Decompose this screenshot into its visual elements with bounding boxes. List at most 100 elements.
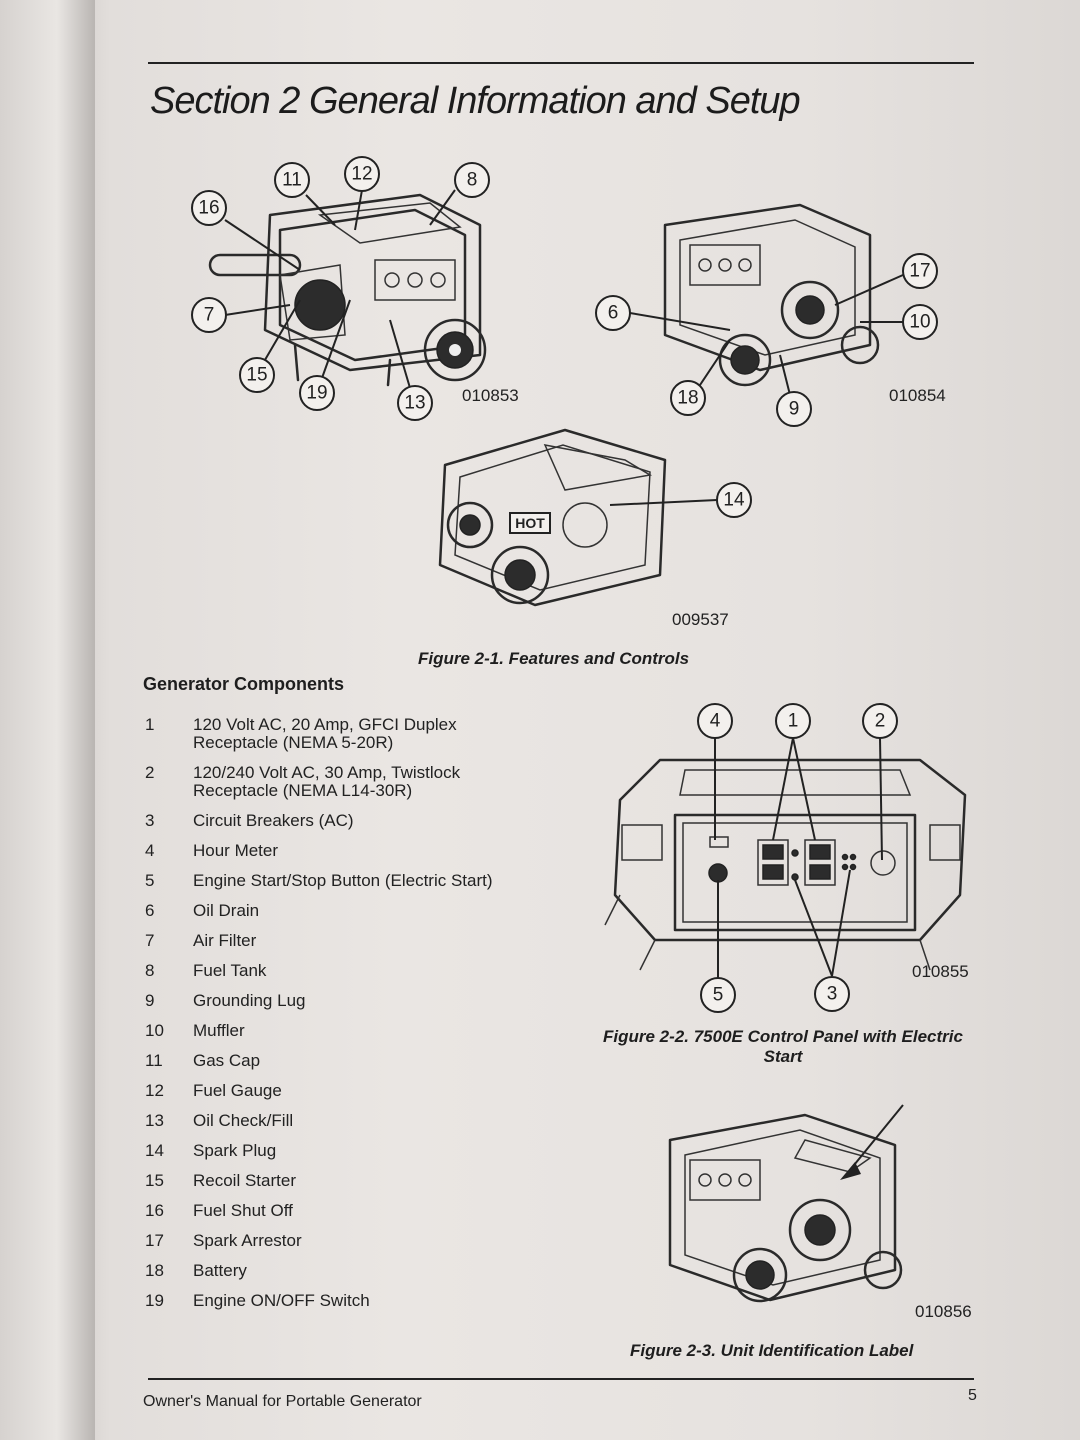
control-panel-illustration <box>604 758 967 971</box>
figure-2-2-caption: Figure 2-2. 7500E Control Panel with Ele… <box>603 1027 963 1066</box>
callout-group-a: 11 12 8 16 7 15 19 13 <box>191 156 490 421</box>
footer-text: Owner's Manual for Portable Generator <box>143 1393 422 1410</box>
callout-5: 5 <box>700 977 736 1013</box>
item-label: Grounding Lug <box>193 991 306 1010</box>
page-number: 5 <box>968 1387 977 1404</box>
item-number: 18 <box>145 1261 164 1280</box>
svg-text:2: 2 <box>875 711 886 732</box>
list-item: 14 Spark Plug <box>145 1142 565 1160</box>
list-item: 4 Hour Meter <box>145 842 565 860</box>
callout-2: 2 <box>862 703 898 739</box>
item-label: Air Filter <box>193 931 257 950</box>
image-code-label: 010856 <box>915 1302 972 1321</box>
item-number: 15 <box>145 1171 164 1190</box>
generator-illustration-c: HOT <box>438 428 667 607</box>
svg-text:9: 9 <box>789 399 800 420</box>
callout-6: 6 <box>595 295 631 331</box>
svg-text:19: 19 <box>306 383 327 404</box>
item-number: 8 <box>145 961 155 980</box>
item-number: 14 <box>145 1141 164 1160</box>
svg-text:7: 7 <box>204 305 215 326</box>
svg-text:14: 14 <box>723 490 745 511</box>
item-label: Recoil Starter <box>193 1171 296 1190</box>
item-number: 11 <box>145 1051 163 1070</box>
svg-text:15: 15 <box>246 365 267 386</box>
list-item: 11 Gas Cap <box>145 1052 565 1070</box>
components-heading: Generator Components <box>143 674 345 694</box>
callout-16: 16 <box>191 190 227 226</box>
callout-17: 17 <box>902 253 938 289</box>
callout-14: 14 <box>716 482 752 518</box>
item-label: Gas Cap <box>193 1051 261 1070</box>
item-number: 10 <box>145 1021 164 1040</box>
callout-8: 8 <box>454 162 490 198</box>
svg-text:8: 8 <box>467 170 478 191</box>
callout-13: 13 <box>397 385 433 421</box>
svg-text:4: 4 <box>710 711 721 732</box>
item-number: 6 <box>145 901 155 920</box>
item-number: 5 <box>145 871 155 890</box>
callout-11: 11 <box>274 162 310 198</box>
item-label: Fuel Gauge <box>193 1081 282 1100</box>
figure-2-1-caption: Figure 2-1. Features and Controls <box>418 649 690 668</box>
callout-10: 10 <box>902 304 938 340</box>
callout-3: 3 <box>814 976 850 1012</box>
svg-text:16: 16 <box>198 198 219 219</box>
item-label: Spark Plug <box>193 1141 277 1160</box>
item-label: Battery <box>193 1261 247 1280</box>
callout-18: 18 <box>670 380 706 416</box>
callout-group-panel: 4 1 2 5 3 <box>697 703 898 1013</box>
callout-4: 4 <box>697 703 733 739</box>
image-code-c: 009537 <box>672 610 729 629</box>
callout-7: 7 <box>191 297 227 333</box>
svg-text:1: 1 <box>788 711 799 732</box>
list-item: 12 Fuel Gauge <box>145 1082 565 1100</box>
item-label: Muffler <box>193 1021 245 1040</box>
svg-text:11: 11 <box>282 170 302 191</box>
list-item: 18 Battery <box>145 1262 565 1280</box>
svg-text:18: 18 <box>677 388 698 409</box>
item-number: 4 <box>145 841 155 860</box>
item-label: Fuel Tank <box>193 961 267 980</box>
callout-19: 19 <box>299 375 335 411</box>
hot-label: HOT <box>515 515 545 531</box>
item-label: Spark Arrestor <box>193 1231 302 1250</box>
footer-rule <box>148 1378 974 1380</box>
item-number: 3 <box>145 811 155 830</box>
callout-9: 9 <box>776 391 812 427</box>
list-item: 17 Spark Arrestor <box>145 1232 565 1250</box>
item-label: Engine Start/Stop Button (Electric Start… <box>193 871 493 890</box>
header-rule <box>148 62 974 64</box>
svg-text:17: 17 <box>909 261 930 282</box>
item-label: Hour Meter <box>193 841 279 860</box>
callout-1: 1 <box>775 703 811 739</box>
svg-text:6: 6 <box>608 303 619 324</box>
page-spine <box>0 0 95 1440</box>
item-label: 120 Volt AC, 20 Amp, GFCI Duplex Recepta… <box>193 715 457 752</box>
item-number: 17 <box>145 1231 164 1250</box>
list-item: 15 Recoil Starter <box>145 1172 565 1190</box>
item-number: 16 <box>145 1201 164 1220</box>
figure-2-3-caption: Figure 2-3. Unit Identification Label <box>630 1341 914 1360</box>
callout-group-b: 17 10 6 18 9 <box>595 253 938 427</box>
svg-text:3: 3 <box>827 984 838 1005</box>
page-title: Section 2 General Information and Setup <box>150 80 801 122</box>
svg-text:12: 12 <box>351 164 372 185</box>
svg-text:5: 5 <box>713 985 724 1006</box>
item-label: 120/240 Volt AC, 30 Amp, Twistlock Recep… <box>193 763 461 800</box>
image-code-b: 010854 <box>889 386 946 405</box>
list-item: 5 Engine Start/Stop Button (Electric Star… <box>145 872 565 890</box>
item-number: 12 <box>145 1081 164 1100</box>
item-number: 19 <box>145 1291 164 1310</box>
